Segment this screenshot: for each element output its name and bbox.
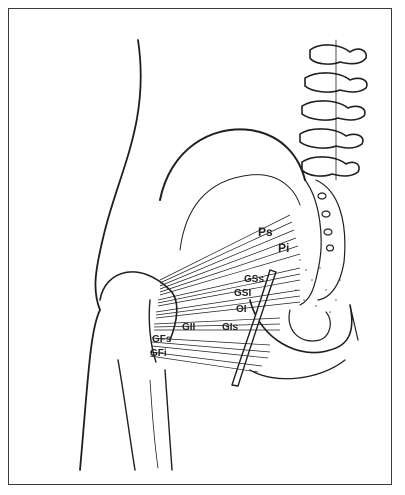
- label-gsi: GSI: [234, 288, 251, 299]
- thigh-front-line: [118, 360, 135, 470]
- trunk-outline: [80, 40, 141, 470]
- label-ps: Ps: [258, 225, 273, 239]
- label-gfi: GFi: [150, 348, 167, 359]
- obturator-loop: [289, 310, 330, 341]
- label-oi: OI: [236, 304, 247, 315]
- label-gss: GSs: [244, 274, 264, 285]
- label-pi: Pi: [278, 241, 289, 255]
- label-gfs: GFs: [152, 334, 172, 345]
- lumbar-spine: [300, 40, 367, 180]
- sacral-line: [300, 180, 321, 305]
- iliac-inner-line: [180, 175, 300, 250]
- sacrum-outline: [316, 180, 345, 300]
- sciatic-notch: [250, 360, 345, 379]
- label-gis: GIs: [222, 322, 239, 333]
- thigh-back-line: [165, 370, 172, 470]
- thigh-inner-line: [150, 380, 158, 468]
- iliac-crest: [160, 129, 305, 200]
- label-gii: GII: [182, 322, 196, 333]
